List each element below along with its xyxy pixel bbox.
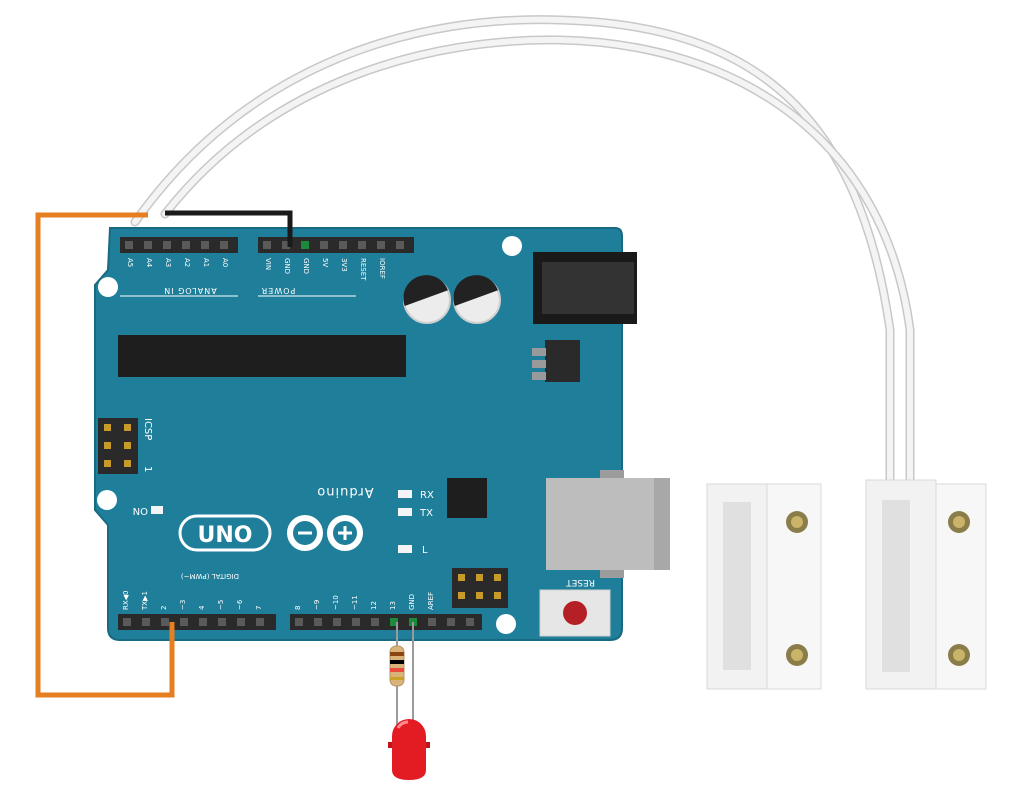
analog-group-label: ANALOG IN xyxy=(163,286,216,295)
analog-header xyxy=(120,237,238,253)
pin-label: RESET xyxy=(359,258,367,281)
power-header xyxy=(258,237,414,253)
reset-label: RESET xyxy=(566,577,595,587)
pin-label: GND xyxy=(302,258,310,274)
pin-label: IOREF xyxy=(378,258,386,279)
power-group-label: POWER xyxy=(261,286,296,295)
power-pin-labels: VIN GND GND 5V 3V3 RESET IOREF xyxy=(264,258,386,281)
pin-label: GND xyxy=(408,594,416,610)
resistor-icon xyxy=(389,645,405,687)
reed-switch-sensor xyxy=(706,483,822,690)
pin-label: A3 xyxy=(164,258,172,267)
digital-low-pin-labels: RX◀0 TX▶1 2 ~3 4 ~5 ~6 7 xyxy=(122,591,263,612)
pin-label: GND xyxy=(283,258,291,274)
pin-label: ~5 xyxy=(217,600,225,610)
led-circuit xyxy=(388,622,430,780)
reed-switch-wires xyxy=(130,15,915,485)
mounting-hole xyxy=(98,277,118,297)
pin-label: A0 xyxy=(221,258,229,267)
pin-label: AREF xyxy=(427,592,435,610)
uno-label: UNO xyxy=(198,523,253,548)
mounting-hole xyxy=(502,236,522,256)
digital-group-label: DIGITAL (PWM~) xyxy=(181,572,239,580)
pin-label: 7 xyxy=(255,606,263,610)
rx-label: RX xyxy=(420,490,434,501)
pin-label: 4 xyxy=(198,605,206,610)
brand-label: Arduino xyxy=(316,484,373,499)
on-label: ON xyxy=(133,505,148,516)
pin-label: ~6 xyxy=(236,599,244,610)
capacitor-icon xyxy=(403,275,451,324)
digital-header-high xyxy=(290,614,482,630)
rx-led xyxy=(398,490,412,498)
signal-wire-orange xyxy=(35,212,175,698)
on-led xyxy=(151,506,163,514)
pin-label: 8 xyxy=(294,606,302,610)
analog-pin-labels: A5 A4 A3 A2 A1 A0 xyxy=(126,258,229,268)
icsp-header-2 xyxy=(452,568,508,608)
pin-label: 2 xyxy=(160,606,168,610)
led-icon xyxy=(388,719,430,780)
pin-label: A4 xyxy=(145,258,153,268)
pin-label: A2 xyxy=(183,258,191,267)
pin-label: ~10 xyxy=(332,595,340,610)
pin-label: 5V xyxy=(321,258,329,267)
capacitor-icon xyxy=(453,275,501,324)
digital-high-pin-labels: 8 ~9 ~10 ~11 12 13 GND AREF xyxy=(294,592,435,610)
reed-switch-magnet xyxy=(865,479,987,690)
icsp-pin1-label: 1 xyxy=(142,466,153,472)
pin-label: A1 xyxy=(202,258,210,267)
reset-button[interactable] xyxy=(539,589,611,637)
pin-label: ~9 xyxy=(313,600,321,610)
l-led xyxy=(398,545,412,553)
icsp-label: ICSP xyxy=(142,418,153,440)
pin-label: VIN xyxy=(264,258,272,270)
pin-label: ~3 xyxy=(179,600,187,610)
digital-header-low xyxy=(118,614,276,630)
pin-label: ~11 xyxy=(351,595,359,610)
uno-logo: UNO xyxy=(178,514,272,552)
power-jack-icon xyxy=(533,252,637,324)
pin-label: TX▶1 xyxy=(141,591,149,611)
tx-led xyxy=(398,508,412,516)
mounting-hole xyxy=(97,490,117,510)
l-label: L xyxy=(422,545,428,556)
pin-label: 3V3 xyxy=(340,258,348,272)
mounting-hole xyxy=(496,614,516,634)
pin-label: 12 xyxy=(370,601,378,610)
voltage-regulator-icon xyxy=(532,340,580,382)
pin-label: RX◀0 xyxy=(122,591,130,611)
arduino-infinity-logo-icon xyxy=(287,515,363,551)
pin-label: 13 xyxy=(389,601,397,610)
ground-wire-black xyxy=(165,210,293,247)
usb-connector-icon xyxy=(546,470,670,578)
icsp-header xyxy=(98,418,138,474)
tx-label: TX xyxy=(419,508,433,519)
magnetic-reed-switch-icon xyxy=(706,479,987,690)
pin-label: A5 xyxy=(126,258,134,267)
usb-interface-chip xyxy=(447,478,487,518)
microcontroller-chip xyxy=(118,335,406,377)
